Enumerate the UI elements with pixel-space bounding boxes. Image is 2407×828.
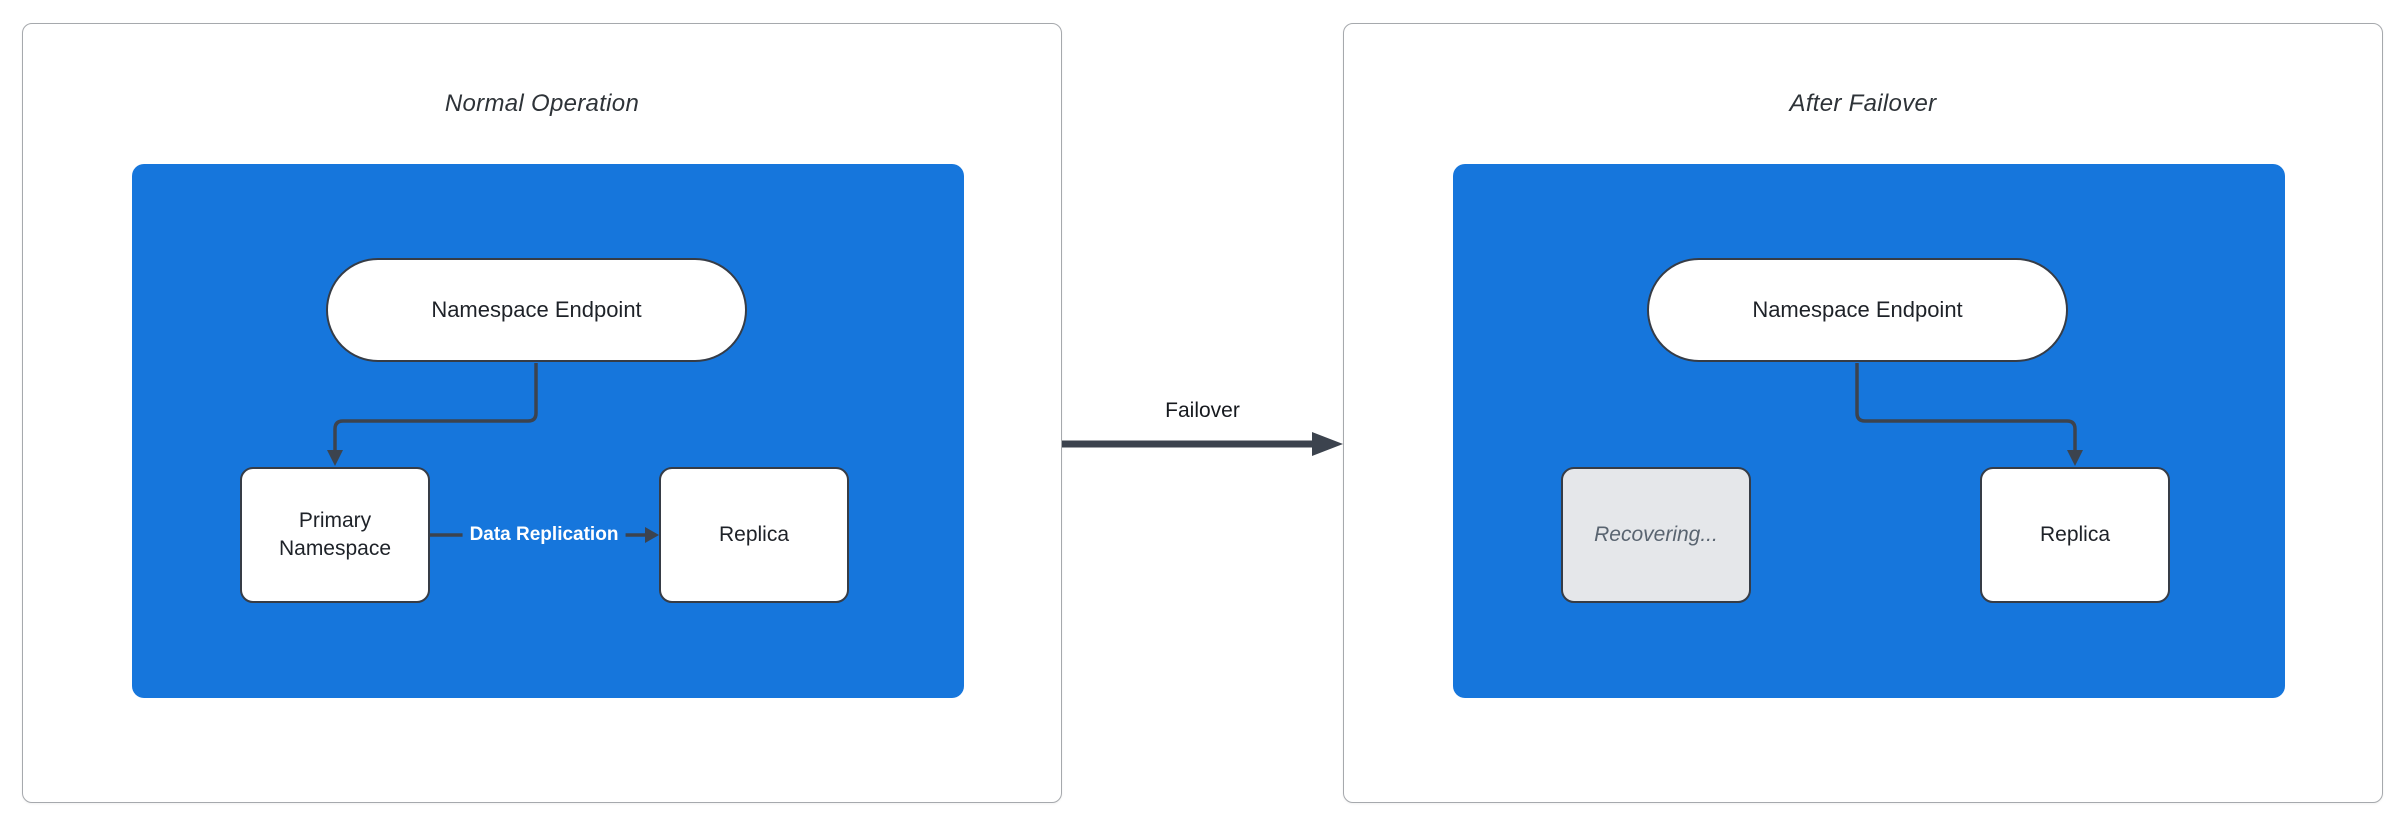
arrowhead-right-icon xyxy=(645,527,659,543)
panel-title-after-failover: After Failover xyxy=(1789,90,1937,117)
arrowhead-down-icon xyxy=(2067,450,2083,466)
failover-arrow-icon xyxy=(1062,432,1343,456)
cluster-box-normal: Namespace Endpoint Primary Namespace Rep… xyxy=(132,164,964,698)
primary-namespace-node: Primary Namespace xyxy=(240,467,430,603)
connector-arrows-normal xyxy=(327,363,659,543)
endpoint-to-replica-edge xyxy=(1855,363,2077,452)
arrowhead-down-icon xyxy=(327,450,343,466)
namespace-endpoint-node: Namespace Endpoint xyxy=(326,258,747,362)
data-replication-edge-label: Data Replication xyxy=(462,521,626,549)
cluster-box-failover: Namespace Endpoint Recovering... Replica xyxy=(1453,164,2285,698)
endpoint-to-primary-edge xyxy=(333,363,538,452)
replica-node: Replica xyxy=(659,467,849,603)
recovering-node: Recovering... xyxy=(1561,467,1751,603)
replica-node: Replica xyxy=(1980,467,2170,603)
failover-transition: Failover xyxy=(1062,399,1343,458)
recovering-label: Recovering... xyxy=(1594,523,1718,547)
normal-operation-panel: Normal Operation Namespace Endpoint Prim… xyxy=(22,23,1062,803)
replica-label: Replica xyxy=(2039,523,2111,547)
after-failover-panel: After Failover Namespace Endpoint Recove… xyxy=(1343,23,2383,803)
namespace-endpoint-label: Namespace Endpoint xyxy=(431,297,642,322)
panel-title-normal-operation: Normal Operation xyxy=(444,90,640,117)
namespace-endpoint-label: Namespace Endpoint xyxy=(1752,297,1963,322)
connector-arrows-failover xyxy=(1855,363,2083,466)
failover-label: Failover xyxy=(1165,399,1240,422)
replica-label: Replica xyxy=(718,523,790,547)
namespace-endpoint-node: Namespace Endpoint xyxy=(1647,258,2068,362)
primary-namespace-label: Primary Namespace xyxy=(278,509,392,560)
